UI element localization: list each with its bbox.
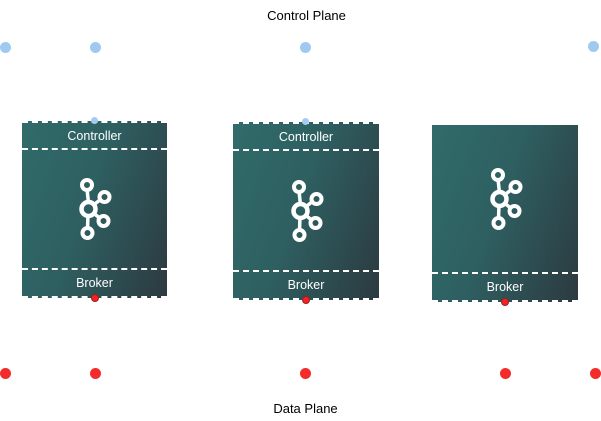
controller-port-dot bbox=[90, 117, 98, 124]
kafka-logo-icon bbox=[233, 151, 379, 270]
broker-section-label: Broker bbox=[76, 276, 113, 290]
controller-port-dot bbox=[302, 118, 309, 125]
data-plane-node-dot bbox=[589, 367, 601, 379]
controller-section: Controller bbox=[233, 122, 379, 151]
control-plane-node-dot bbox=[299, 41, 311, 53]
data-plane-node-dot bbox=[0, 367, 11, 379]
broker-section-label: Broker bbox=[486, 280, 524, 294]
broker-section-label: Broker bbox=[287, 278, 325, 292]
controller-section-label: Controller bbox=[278, 129, 334, 144]
control-plane-node-dot bbox=[587, 40, 599, 52]
data-plane-node-dot bbox=[499, 367, 511, 379]
data-plane-label-text: Data Plane bbox=[273, 401, 338, 416]
data-plane-node-dot bbox=[299, 367, 311, 379]
controller-section: Controller bbox=[22, 121, 167, 150]
control-plane-label: Control Plane bbox=[255, 3, 358, 28]
broker-port-dot bbox=[302, 296, 310, 304]
kafka-node-2: Controller Broker bbox=[231, 118, 381, 304]
control-plane-label-text: Control Plane bbox=[267, 8, 346, 23]
control-plane-node-dot bbox=[89, 41, 101, 53]
kafka-node-1: Controller Broker bbox=[20, 117, 169, 302]
data-plane-node-dot bbox=[89, 367, 101, 379]
kafka-logo-icon bbox=[22, 150, 167, 268]
broker-port-dot bbox=[90, 294, 99, 302]
kafka-logo-icon bbox=[432, 125, 578, 272]
control-plane-node-dot bbox=[0, 41, 11, 53]
controller-section-label: Controller bbox=[67, 128, 122, 143]
broker-port-dot bbox=[501, 298, 509, 306]
data-plane-label: Data Plane bbox=[263, 396, 348, 421]
kafka-node-3: Broker bbox=[430, 123, 580, 306]
